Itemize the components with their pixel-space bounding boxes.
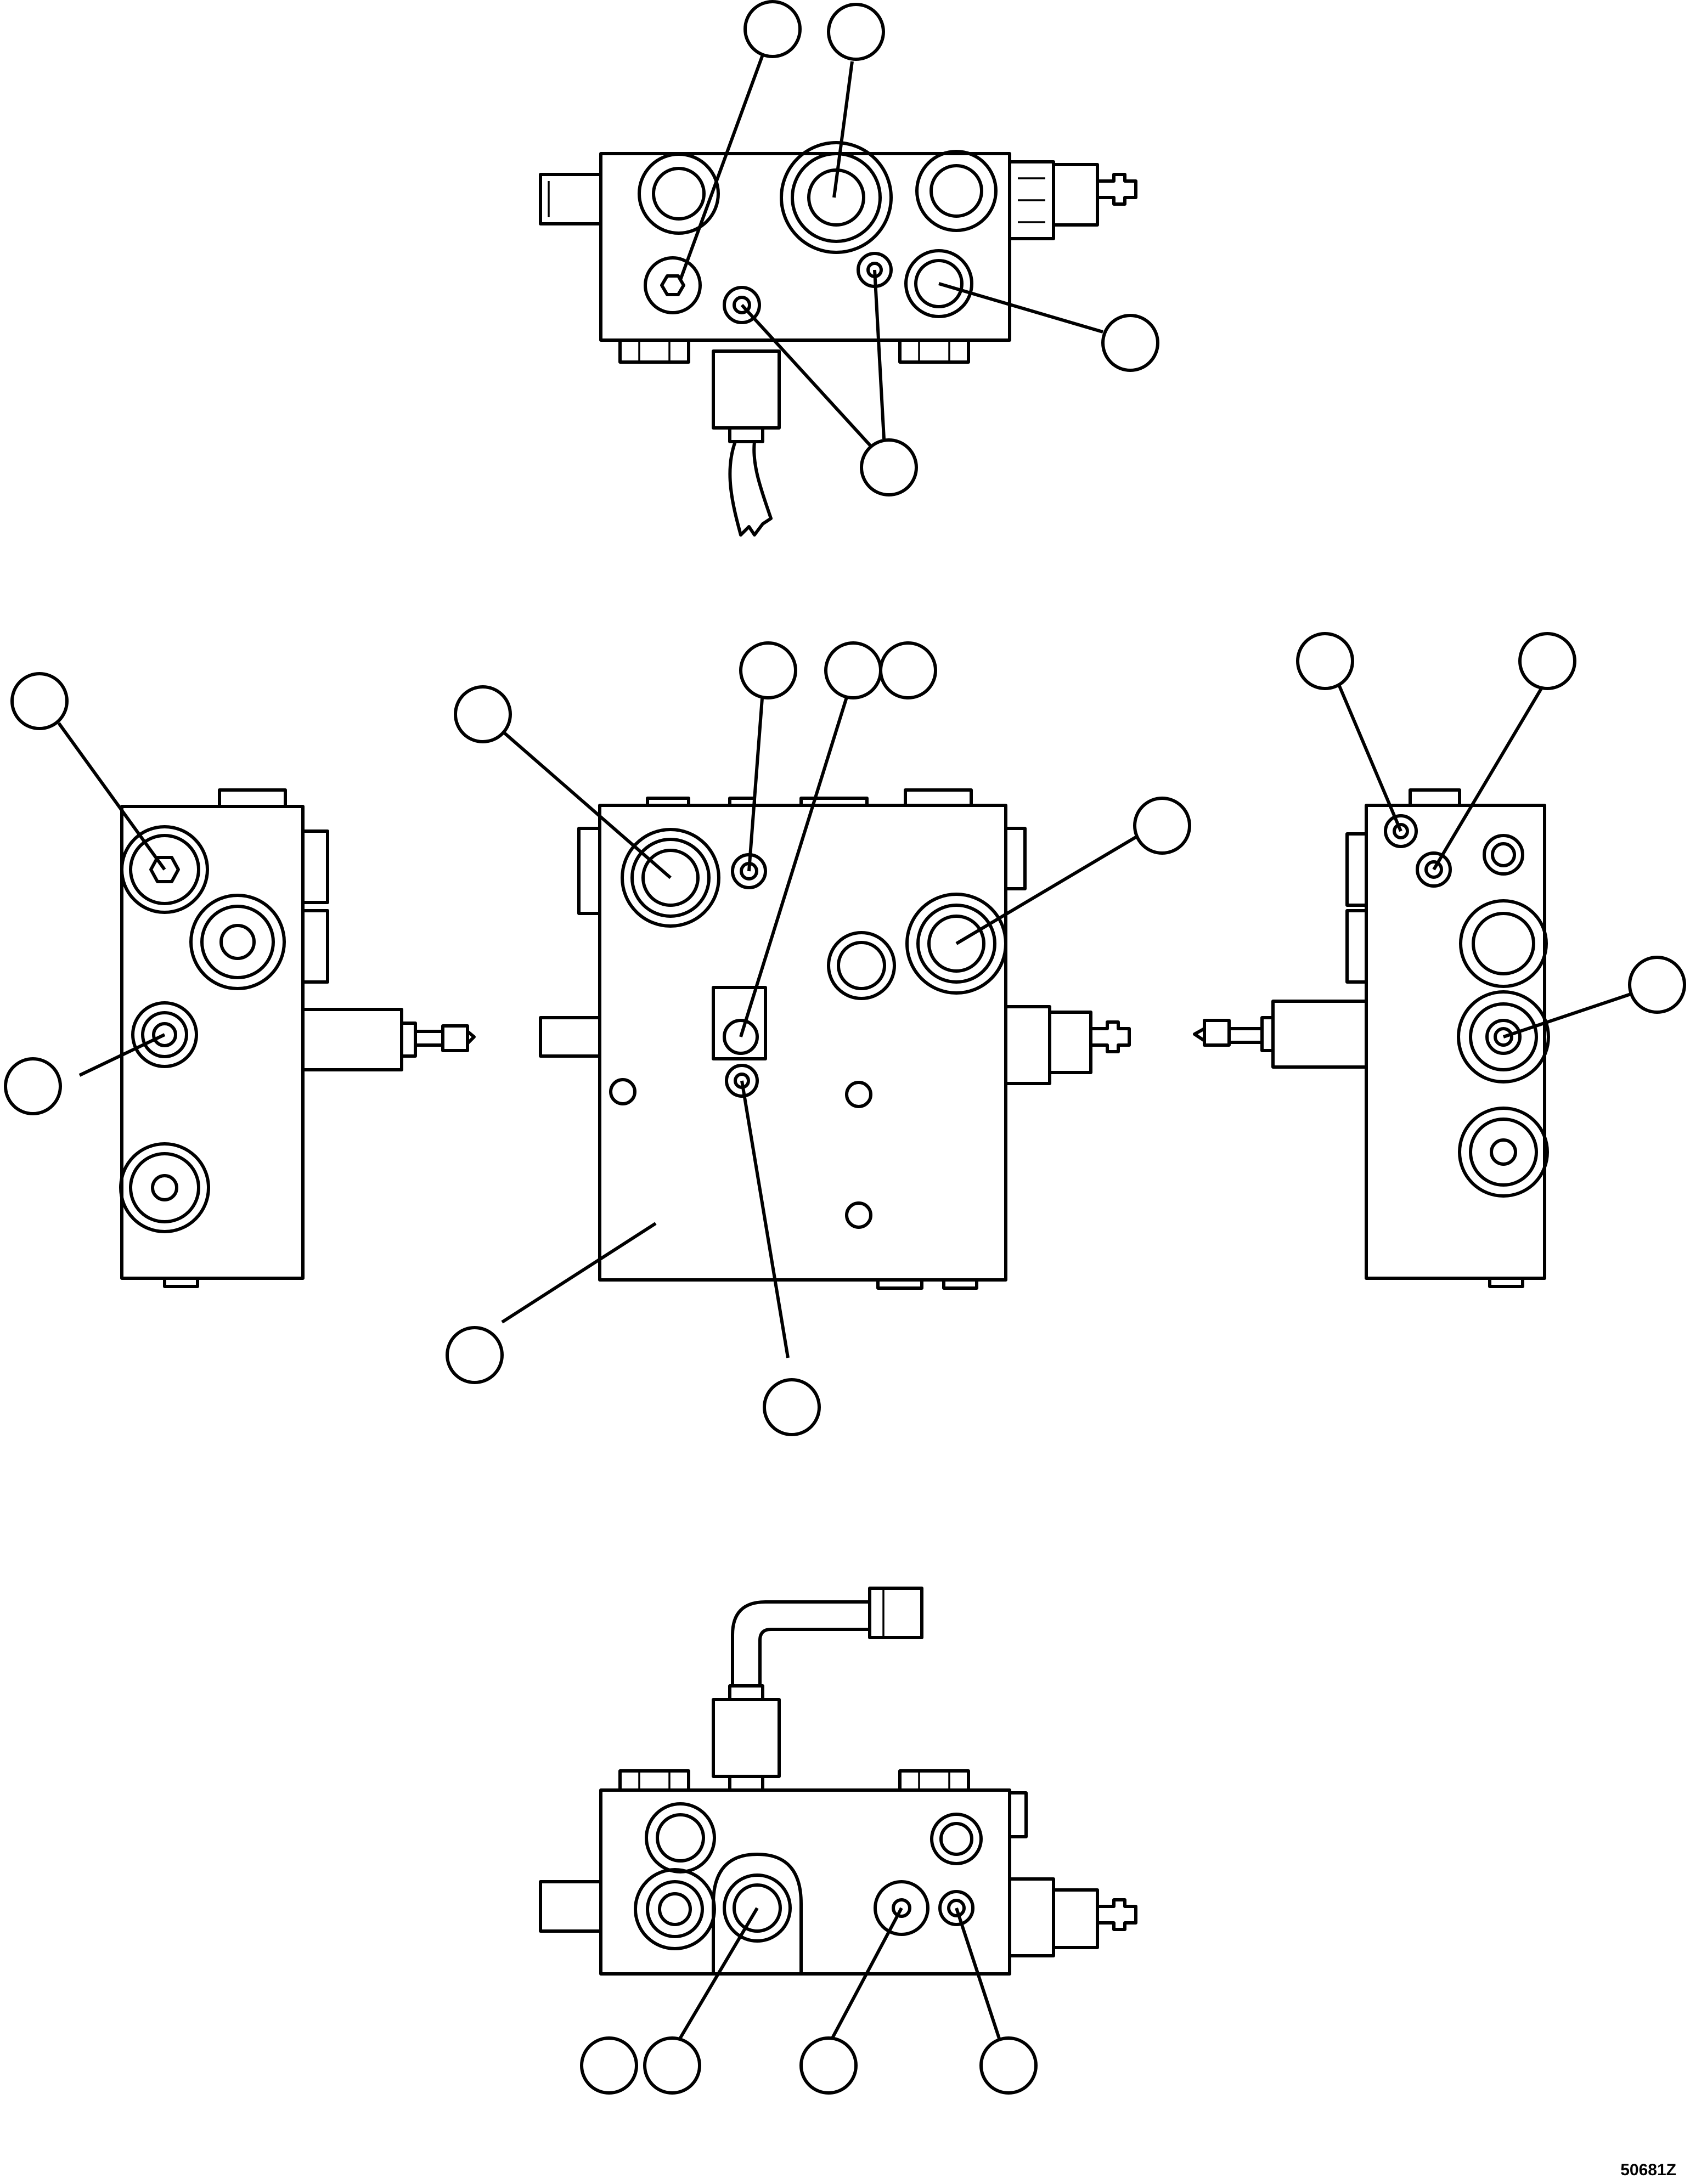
- callout-bubble[interactable]: [879, 641, 937, 699]
- callout-bubbles: [4, 0, 1686, 2095]
- left-view-valve-block: [119, 788, 476, 1288]
- drawing-code: 50681Z: [1620, 2161, 1676, 2179]
- callout-bubble[interactable]: [446, 1326, 504, 1384]
- callout-bubble[interactable]: [643, 2036, 701, 2095]
- callout-bubble[interactable]: [1101, 314, 1159, 372]
- leader-lines: [57, 54, 1635, 2046]
- right-view-valve-block: [1193, 788, 1550, 1288]
- callout-bubble[interactable]: [1518, 632, 1576, 690]
- front-view-valve-block: [539, 788, 1131, 1290]
- callout-bubble[interactable]: [739, 641, 797, 699]
- callout-bubble[interactable]: [799, 2036, 858, 2095]
- callout-bubble[interactable]: [4, 1057, 62, 1115]
- callout-bubble[interactable]: [454, 685, 512, 743]
- callout-bubble[interactable]: [580, 2036, 638, 2095]
- callout-bubble[interactable]: [827, 3, 885, 61]
- callout-bubble[interactable]: [1628, 956, 1686, 1014]
- callout-bubble[interactable]: [1133, 797, 1191, 855]
- callout-bubble[interactable]: [10, 672, 69, 730]
- bottom-view-valve-block: [539, 1587, 1137, 1976]
- callout-bubble[interactable]: [860, 438, 918, 496]
- callout-bubble[interactable]: [1296, 632, 1354, 690]
- callout-bubble[interactable]: [824, 641, 882, 699]
- callout-bubble[interactable]: [763, 1378, 821, 1436]
- top-view-valve-block: [539, 141, 1137, 537]
- callout-bubble[interactable]: [743, 0, 802, 58]
- callout-bubble[interactable]: [979, 2036, 1038, 2095]
